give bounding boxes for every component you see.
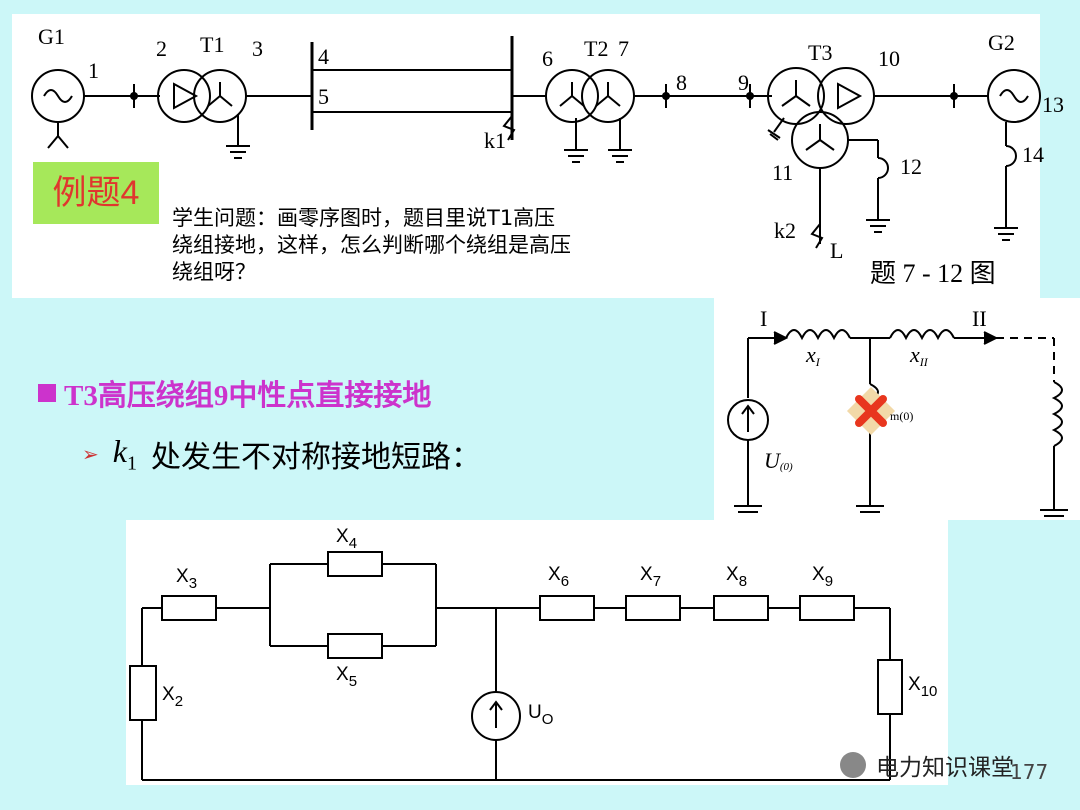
x10-label: X10: [908, 674, 937, 700]
x6-resistor: [539, 595, 595, 621]
g1-label: G1: [38, 24, 65, 49]
x8-label: X8: [726, 564, 747, 590]
x10-resistor: [877, 659, 903, 715]
page-number: 177: [1010, 760, 1049, 784]
k1-symbol: k1: [112, 432, 137, 475]
node-10-label: 10: [878, 46, 900, 71]
current-i-label: I: [760, 306, 767, 331]
x4-label: X4: [336, 526, 357, 552]
sub-bullet-text: 处发生不对称接地短路：: [150, 440, 481, 475]
x5-label: X5: [336, 664, 357, 690]
zero-sequence-network: X3 X2 X4 X5 X6 X7 X8 X9 X10 UO: [129, 526, 937, 781]
sub-bullet: ➢ k1 处发生不对称接地短路：: [82, 432, 481, 476]
system-diagram: G1 1 2 T1 3 4 5 k1 6 T2 7 8 9 T3 10 11 1…: [31, 24, 1064, 288]
question-line-1: 学生问题：画零序图时，题目里说T1高压: [172, 206, 556, 230]
x2-resistor: [129, 665, 157, 721]
x5-resistor: [327, 633, 383, 659]
circuit-diagram-panel: G1 1 2 T1 3 4 5 k1 6 T2 7 8 9 T3 10 11 1…: [12, 14, 1064, 298]
node-3-label: 3: [252, 36, 263, 61]
node-4-label: 4: [318, 44, 329, 69]
question-line-3: 绕组呀？: [172, 260, 256, 284]
node-11-label: 11: [772, 160, 793, 185]
l-label: L: [830, 238, 843, 263]
x1-label: xI: [805, 342, 821, 369]
node-14-label: 14: [1022, 142, 1044, 167]
watermark-text: 电力知识课堂: [876, 755, 1014, 781]
k2-label: k2: [774, 218, 796, 243]
g1-sine: [43, 89, 73, 103]
node-9-label: 9: [738, 70, 749, 95]
x8-resistor: [713, 595, 769, 621]
student-question: 学生问题：画零序图时，题目里说T1高压 绕组接地，这样，怎么判断哪个绕组是高压 …: [172, 205, 712, 286]
u0-label: UO: [528, 702, 553, 728]
x2-inductor: [889, 329, 955, 341]
node-8-label: 8: [676, 70, 687, 95]
node-12-label: 12: [900, 154, 922, 179]
node-2-label: 2: [156, 36, 167, 61]
wechat-icon: [840, 752, 866, 778]
bullet-square-icon: [38, 384, 56, 402]
main-bullet: T3高压绕组9中性点直接接地: [38, 372, 431, 414]
x7-label: X7: [640, 564, 661, 590]
watermark: 电力知识课堂: [840, 748, 1014, 782]
node-1-label: 1: [88, 58, 99, 83]
question-line-2: 绕组接地，这样，怎么判断哪个绕组是高压: [172, 233, 571, 257]
load-inductor: [1051, 381, 1063, 447]
t1-label: T1: [200, 32, 224, 57]
x7-resistor: [625, 595, 681, 621]
equivalent-circuit: I II xI xII U(0) m(0): [727, 306, 1068, 517]
u0-label: U(0): [764, 448, 793, 473]
x9-resistor: [799, 595, 855, 621]
node-13-label: 13: [1042, 92, 1064, 117]
figure-caption: 题 7 - 12 图: [870, 259, 996, 288]
t2-primary: [545, 69, 599, 123]
node-5-label: 5: [318, 84, 329, 109]
g2-label: G2: [988, 30, 1015, 55]
zero-sequence-equivalent-panel: I II xI xII U(0) m(0): [714, 298, 1080, 520]
t3-label: T3: [808, 40, 832, 65]
xm-label: m(0): [890, 409, 913, 423]
current-ii-label: II: [972, 306, 987, 331]
g2-generator: [987, 69, 1041, 123]
arrow-bullet-icon: ➢: [82, 442, 99, 466]
node-6-label: 6: [542, 46, 553, 71]
x1-inductor: [785, 329, 851, 341]
x9-label: X9: [812, 564, 833, 590]
t3-winding-10: [817, 67, 875, 125]
t1-primary: [157, 69, 211, 123]
x6-label: X6: [548, 564, 569, 590]
t2-label: T2: [584, 36, 608, 61]
x3-resistor: [161, 595, 217, 621]
x4-resistor: [327, 551, 383, 577]
x2-label: xII: [909, 342, 929, 369]
x2-label: X2: [162, 684, 183, 710]
cross-mark-icon: [846, 386, 896, 436]
zero-sequence-network-panel: X3 X2 X4 X5 X6 X7 X8 X9 X10 UO: [126, 520, 948, 785]
node-7-label: 7: [618, 36, 629, 61]
example-badge: 例题4: [33, 162, 159, 224]
k1-label: k1: [484, 128, 506, 153]
main-bullet-text: T3高压绕组9中性点直接接地: [64, 380, 432, 412]
x3-label: X3: [176, 566, 197, 592]
